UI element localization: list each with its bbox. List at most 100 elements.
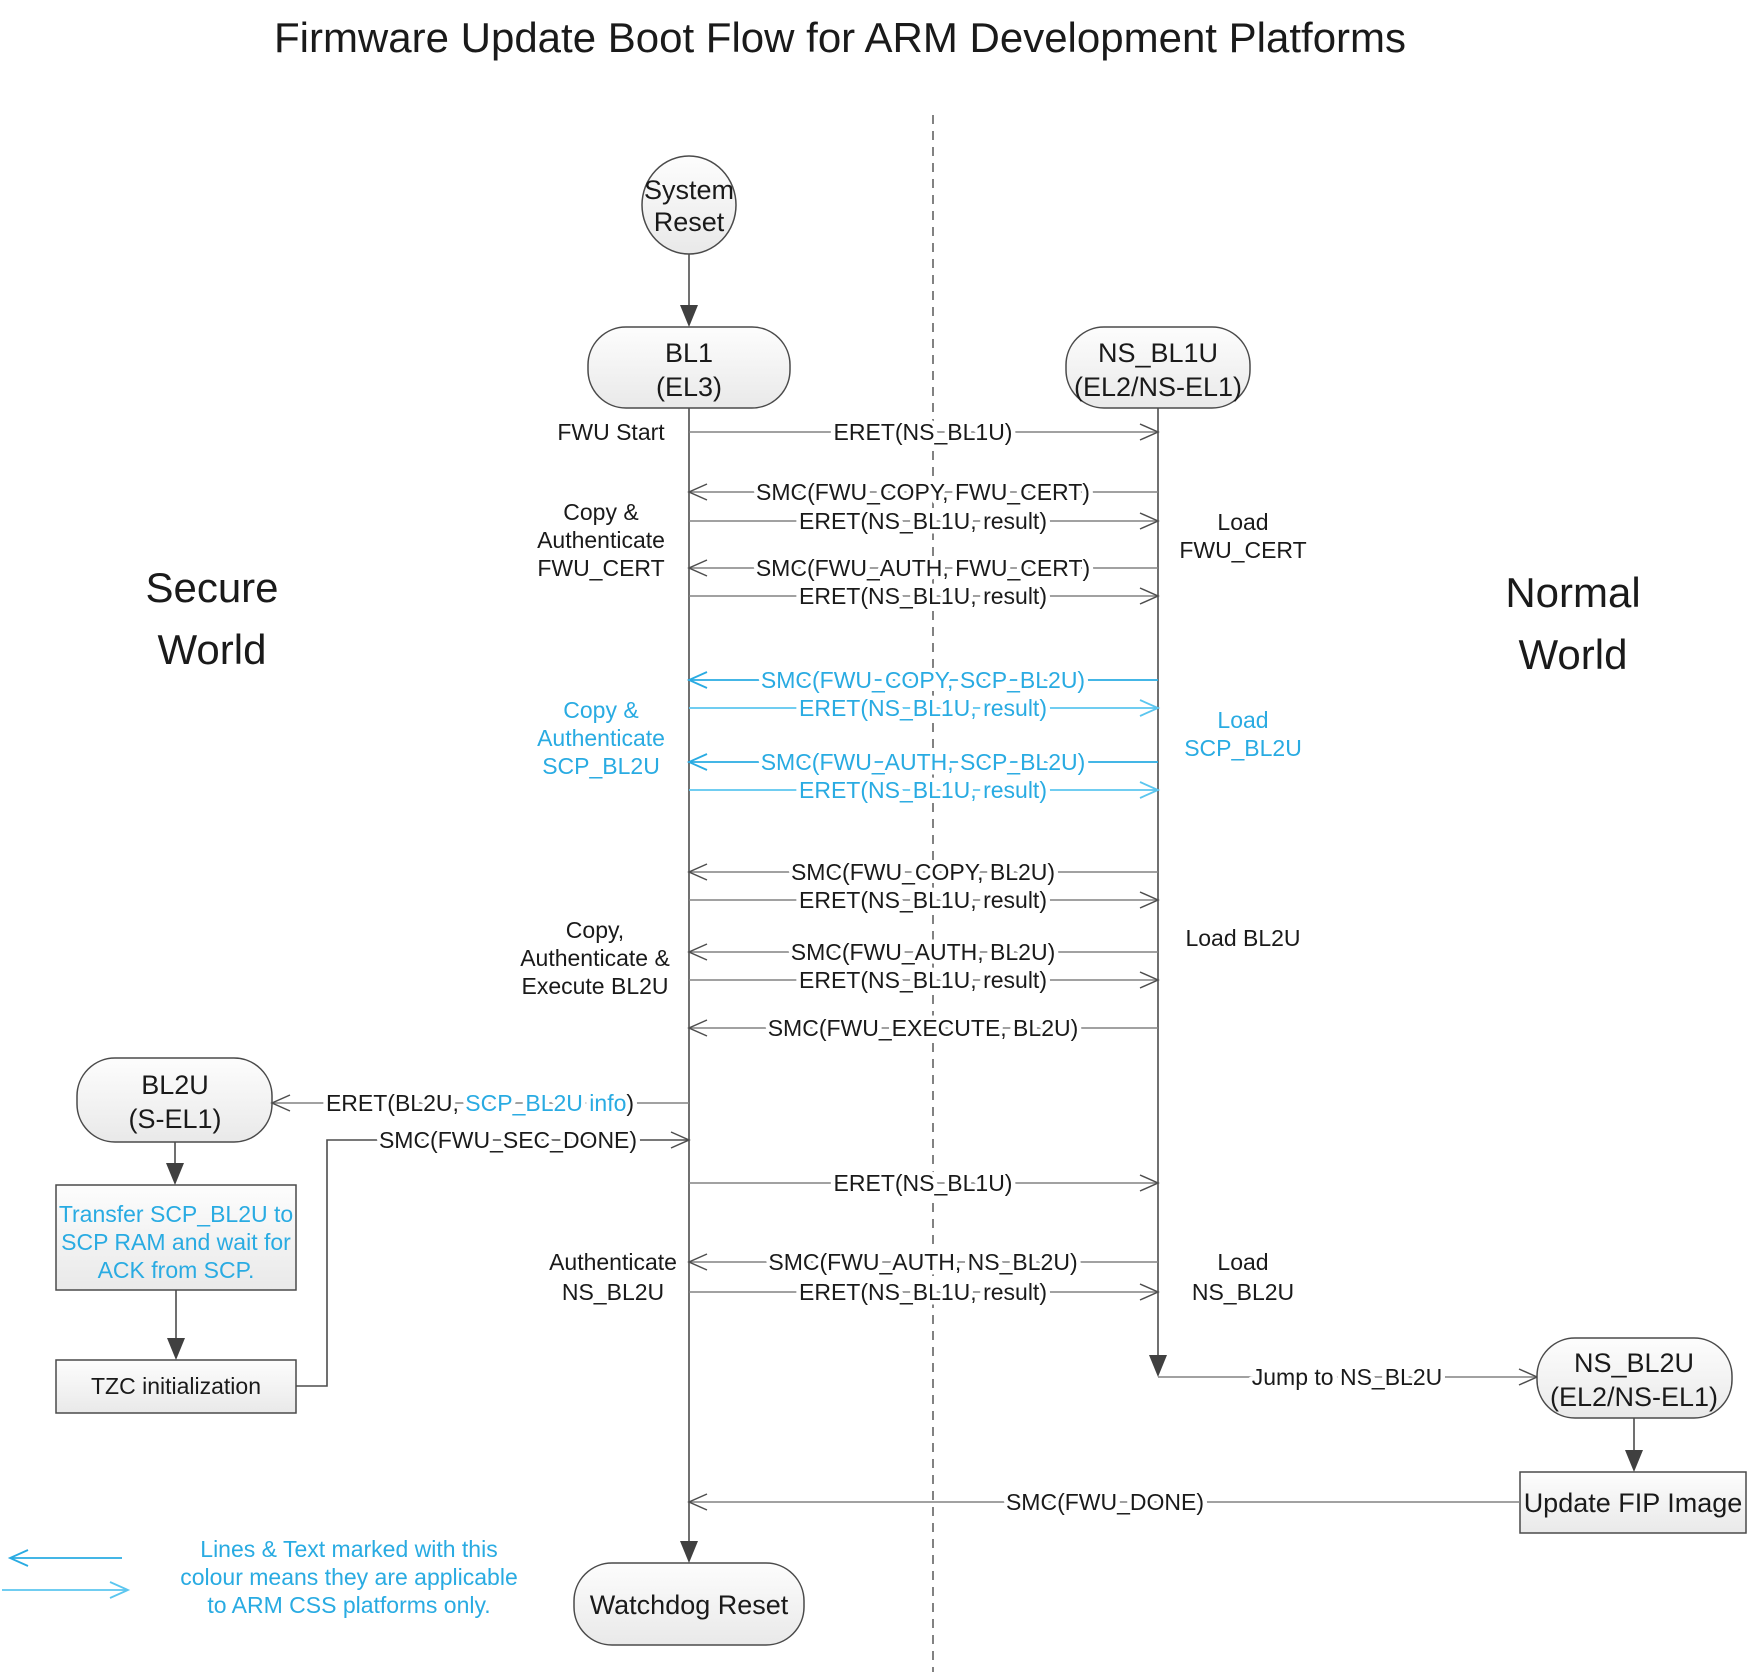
normal-world-line1: Normal — [1505, 569, 1640, 616]
update-fip-node: Update FIP Image — [1519, 1471, 1747, 1534]
ns-bl2u-line1: NS_BL2U — [1574, 1348, 1694, 1378]
connector-and-message-line — [296, 1139, 689, 1387]
message-label: SMC(FWU_EXECUTE, BL2U) — [768, 1015, 1079, 1041]
system-reset-line2: Reset — [654, 207, 725, 237]
message-eret-bl2u-scp-info: ERET(BL2U, SCP_BL2U info) — [270, 1086, 689, 1121]
arrowhead-left — [687, 1493, 708, 1511]
label-line1: Copy, — [566, 917, 624, 943]
bl1-to-watchdog-arrowhead — [680, 1541, 698, 1563]
transfer-line1: Transfer SCP_BL2U to — [59, 1201, 293, 1227]
message-eret-result-5: ERET(NS_BL1U, result) — [689, 883, 1160, 918]
message-eret-result-7: ERET(NS_BL1U, result) — [689, 1275, 1160, 1310]
label-line1: Load — [1217, 707, 1268, 733]
bl2u-line1: BL2U — [141, 1070, 209, 1100]
load-bl2u-label: Load BL2U — [1185, 925, 1300, 951]
label-part-black1: ERET(BL2U, — [326, 1090, 465, 1116]
load-scp-bl2u-label: Load SCP_BL2U — [1184, 707, 1302, 761]
arrowhead-right — [1139, 1283, 1160, 1301]
copy-auth-scp-bl2u-label: Copy & Authenticate SCP_BL2U — [537, 697, 665, 779]
arrowhead-left — [686, 753, 708, 771]
arrowhead-left — [687, 1253, 708, 1271]
copy-auth-exec-bl2u-label: Copy, Authenticate & Execute BL2U — [520, 917, 670, 999]
system-reset-to-bl1-arrowhead — [680, 305, 698, 327]
label-line2: FWU_CERT — [1179, 537, 1306, 563]
bl1-line1: BL1 — [665, 338, 713, 368]
message-eret-ns-bl1u-2: ERET(NS_BL1U) — [689, 1166, 1160, 1201]
message-label: SMC(FWU_DONE) — [1006, 1489, 1204, 1515]
message-eret-result-2: ERET(NS_BL1U, result) — [689, 579, 1160, 614]
transfer-scp-node: Transfer SCP_BL2U to SCP RAM and wait fo… — [55, 1142, 297, 1291]
tzc-init-box — [55, 1359, 297, 1414]
message-smc-fwu-execute-bl2u: SMC(FWU_EXECUTE, BL2U) — [687, 1011, 1158, 1046]
transfer-to-tzc-arrowhead — [167, 1338, 185, 1360]
ns-bl1u-line2: (EL2/NS-EL1) — [1074, 372, 1242, 402]
arrowhead-left — [687, 943, 708, 961]
message-label: ERET(NS_BL1U, result) — [799, 695, 1047, 721]
watchdog-reset-node: Watchdog Reset — [573, 1562, 805, 1646]
system-reset-ellipse — [641, 155, 737, 255]
message-label: ERET(NS_BL1U) — [834, 419, 1013, 445]
message-label: SMC(FWU_COPY, FWU_CERT) — [756, 479, 1090, 505]
message-label: SMC(FWU_AUTH, NS_BL2U) — [768, 1249, 1077, 1275]
tzc-init-label: TZC initialization — [91, 1373, 261, 1399]
message-label: ERET(NS_BL1U, result) — [799, 967, 1047, 993]
arrowhead-right — [1139, 971, 1160, 989]
message-smc-fwu-auth-ns-bl2u: SMC(FWU_AUTH, NS_BL2U) — [687, 1245, 1158, 1280]
fwu-start-label: FWU Start — [557, 419, 665, 445]
legend-arrowhead-right — [109, 1581, 131, 1599]
legend-line3: to ARM CSS platforms only. — [207, 1592, 490, 1618]
legend-line1: Lines & Text marked with this — [200, 1536, 497, 1562]
arrowhead-right — [670, 1131, 691, 1149]
update-fip-label: Update FIP Image — [1524, 1488, 1743, 1518]
system-reset-line1: System — [644, 175, 734, 205]
secure-world-line1: Secure — [145, 564, 278, 611]
message-smc-fwu-auth-scp-bl2u: SMC(FWU_AUTH, SCP_BL2U) — [686, 745, 1158, 780]
bl2u-node: BL2U (S-EL1) — [76, 1057, 273, 1143]
watchdog-reset-box — [573, 1562, 805, 1646]
message-smc-fwu-sec-done: SMC(FWU_SEC_DONE) — [296, 1123, 691, 1387]
tzc-init-node: TZC initialization — [55, 1290, 297, 1414]
arrowhead-left — [686, 671, 708, 689]
label-line3: SCP_BL2U — [542, 753, 660, 779]
system-reset-node: System Reset — [641, 155, 737, 327]
message-label: ERET(NS_BL1U, result) — [799, 887, 1047, 913]
message-eret-result-3: ERET(NS_BL1U, result) — [689, 691, 1161, 726]
label-line1: Load — [1217, 1249, 1268, 1275]
update-fip-box — [1519, 1471, 1747, 1534]
arrowhead-left — [687, 559, 708, 577]
legend: Lines & Text marked with this colour mea… — [2, 1536, 518, 1618]
arrowhead-left — [270, 1094, 291, 1112]
ns-bl2u-to-updatefip-arrowhead — [1625, 1450, 1643, 1472]
arrowhead-left — [687, 1019, 708, 1037]
bl1-line2: (EL3) — [656, 372, 722, 402]
label-line2: Authenticate & — [520, 945, 670, 971]
message-label: SMC(FWU_AUTH, BL2U) — [791, 939, 1056, 965]
message-jump-to-ns-bl2u: Jump to NS_BL2U — [1158, 1360, 1539, 1395]
ns-bl2u-line2: (EL2/NS-EL1) — [1550, 1382, 1718, 1412]
message-eret-ns-bl1u-start: ERET(NS_BL1U) — [689, 415, 1160, 450]
label-line2: NS_BL2U — [1192, 1279, 1294, 1305]
transfer-line3: ACK from SCP. — [98, 1257, 255, 1283]
message-label: ERET(NS_BL1U) — [834, 1170, 1013, 1196]
bl1-node: BL1 (EL3) — [587, 326, 791, 409]
message-smc-fwu-copy-bl2u: SMC(FWU_COPY, BL2U) — [687, 855, 1158, 890]
message-label: SMC(FWU_AUTH, FWU_CERT) — [756, 555, 1090, 581]
message-eret-result-4: ERET(NS_BL1U, result) — [689, 773, 1161, 808]
normal-world-line2: World — [1519, 631, 1628, 678]
legend-arrowhead-left — [7, 1549, 29, 1567]
bl2u-line2: (S-EL1) — [128, 1104, 221, 1134]
message-label: ERET(NS_BL1U, result) — [799, 583, 1047, 609]
label-line1: Copy & — [563, 697, 638, 723]
label-line2: NS_BL2U — [562, 1279, 664, 1305]
message-smc-fwu-auth-bl2u: SMC(FWU_AUTH, BL2U) — [687, 935, 1158, 970]
watchdog-reset-label: Watchdog Reset — [590, 1590, 789, 1620]
label-line3: Execute BL2U — [521, 973, 668, 999]
label-part-black2: ) — [626, 1090, 634, 1116]
secure-world-label: Secure World — [145, 564, 278, 673]
copy-auth-fwu-cert-label: Copy & Authenticate FWU_CERT — [537, 499, 665, 581]
label-line1: Copy & — [563, 499, 638, 525]
message-label: ERET(BL2U, SCP_BL2U info) — [326, 1090, 634, 1116]
ns-bl1u-node: NS_BL1U (EL2/NS-EL1) — [1065, 326, 1251, 409]
message-label: SMC(FWU_AUTH, SCP_BL2U) — [761, 749, 1086, 775]
